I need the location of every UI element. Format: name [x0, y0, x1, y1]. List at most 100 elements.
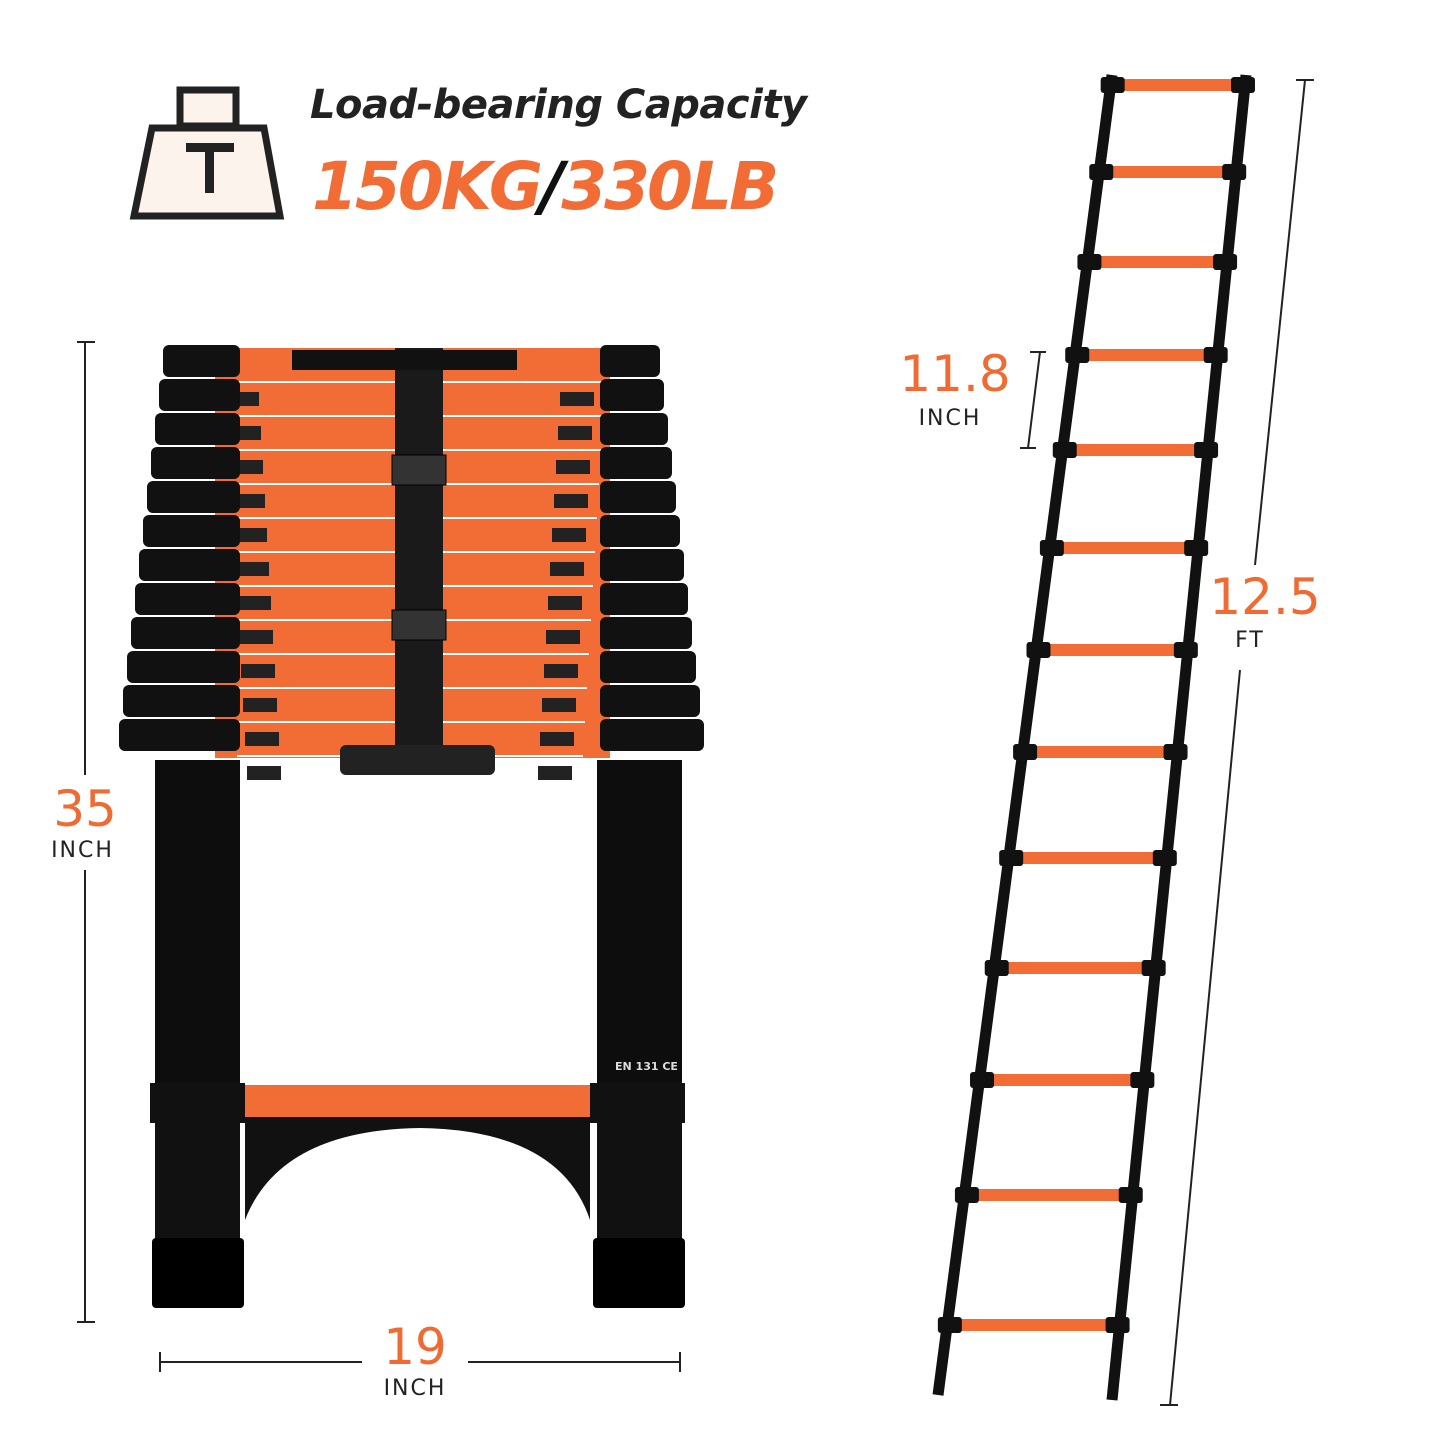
- capacity-separator: /: [540, 148, 564, 225]
- rung-latch: [544, 664, 578, 678]
- rung-latch: [247, 766, 281, 780]
- rung-joint: [1039, 540, 1064, 556]
- extended-rung: [1023, 746, 1178, 758]
- height-value: 35: [53, 780, 117, 838]
- post-segment: [131, 617, 240, 649]
- rung-latch: [560, 392, 594, 406]
- extended-rung: [947, 1319, 1120, 1331]
- rung-spacing-unit: INCH: [918, 406, 982, 431]
- post-segment: [600, 685, 700, 717]
- weight-icon: [129, 86, 285, 220]
- rung-latch: [245, 732, 279, 746]
- rung-latch: [548, 596, 582, 610]
- rung-joint: [1222, 164, 1247, 180]
- capacity-kg: 150KG: [312, 148, 543, 225]
- rung-joint: [1213, 254, 1238, 270]
- rung-joint: [1203, 347, 1228, 363]
- capacity-title: Load-bearing Capacity: [310, 82, 807, 128]
- rung-latch: [243, 698, 277, 712]
- rung-joint: [970, 1072, 995, 1088]
- post-segment: [155, 413, 240, 445]
- post-segment: [600, 617, 692, 649]
- rung-joint: [1230, 77, 1255, 93]
- rung-joint: [1100, 77, 1125, 93]
- rung-latch: [237, 596, 271, 610]
- post-segment: [600, 651, 696, 683]
- rung-latch: [538, 766, 572, 780]
- rung-latch: [233, 528, 267, 542]
- extended-rung: [1049, 542, 1199, 554]
- rung-latch: [239, 630, 273, 644]
- rung-spacing-value: 11.8: [899, 345, 1011, 403]
- post-segment: [151, 447, 240, 479]
- rung-spacing-bracket: [1020, 351, 1046, 449]
- rung-joint: [1065, 347, 1090, 363]
- extended-ladder: [932, 74, 1255, 1401]
- rung-joint: [1118, 1187, 1143, 1203]
- certification-label: EN 131 CE: [615, 1060, 678, 1073]
- rung-joint: [954, 1187, 979, 1203]
- post-segment: [159, 379, 240, 411]
- width-dimension-line: [159, 1352, 681, 1372]
- extended-rung: [1110, 79, 1245, 91]
- rung-latch: [558, 426, 592, 440]
- rung-joint: [937, 1317, 962, 1333]
- post-segment: [123, 685, 240, 717]
- post-segment: [600, 447, 672, 479]
- extended-rung: [1075, 349, 1218, 361]
- rung-joint: [1013, 744, 1038, 760]
- rung-joint: [1141, 960, 1166, 976]
- rung-latch: [550, 562, 584, 576]
- width-value: 19: [383, 1318, 447, 1376]
- extended-rung: [1087, 256, 1228, 268]
- rung-joint: [1077, 254, 1102, 270]
- post-segment: [119, 719, 240, 751]
- rung-joint: [984, 960, 1009, 976]
- rung-latch: [540, 732, 574, 746]
- post-segment: [600, 719, 704, 751]
- rung-latch: [235, 562, 269, 576]
- rung-joint: [1173, 642, 1198, 658]
- rung-joint: [1184, 540, 1209, 556]
- post-segment: [163, 345, 240, 377]
- rung-joint: [1152, 850, 1177, 866]
- rung-joint: [1163, 744, 1188, 760]
- rung-joint: [999, 850, 1024, 866]
- post-segment: [127, 651, 240, 683]
- rung-joint: [1052, 442, 1077, 458]
- rung-joint: [1026, 642, 1051, 658]
- extended-rung: [1062, 444, 1209, 456]
- post-segment: [600, 481, 676, 513]
- rung-joint: [1130, 1072, 1155, 1088]
- extended-rung: [980, 1074, 1145, 1086]
- rung-latch: [552, 528, 586, 542]
- post-segment: [600, 345, 660, 377]
- post-segment: [135, 583, 240, 615]
- post-segment: [600, 549, 684, 581]
- rung-joint: [1194, 442, 1219, 458]
- rung-latch: [542, 698, 576, 712]
- extended-rung: [1099, 166, 1237, 178]
- height-unit: INCH: [51, 838, 114, 863]
- post-segment: [143, 515, 240, 547]
- post-segment: [139, 549, 240, 581]
- height-dimension-line: [77, 341, 95, 1323]
- capacity-value: 150KG/330LB: [312, 148, 779, 225]
- extended-rung: [1036, 644, 1188, 656]
- extended-rung: [994, 962, 1156, 974]
- rung-joint: [1105, 1317, 1130, 1333]
- post-segment: [600, 379, 664, 411]
- width-unit: INCH: [383, 1376, 447, 1401]
- extended-rung: [964, 1189, 1133, 1201]
- extended-rung: [1009, 852, 1167, 864]
- extended-height-value: 12.5: [1209, 568, 1321, 626]
- rung-latch: [554, 494, 588, 508]
- post-segment: [600, 515, 680, 547]
- extended-height-line: [1160, 79, 1314, 1406]
- rung-latch: [556, 460, 590, 474]
- post-segment: [600, 583, 688, 615]
- capacity-lb: 330LB: [561, 148, 779, 225]
- post-segment: [147, 481, 240, 513]
- extended-height-unit: FT: [1235, 628, 1265, 653]
